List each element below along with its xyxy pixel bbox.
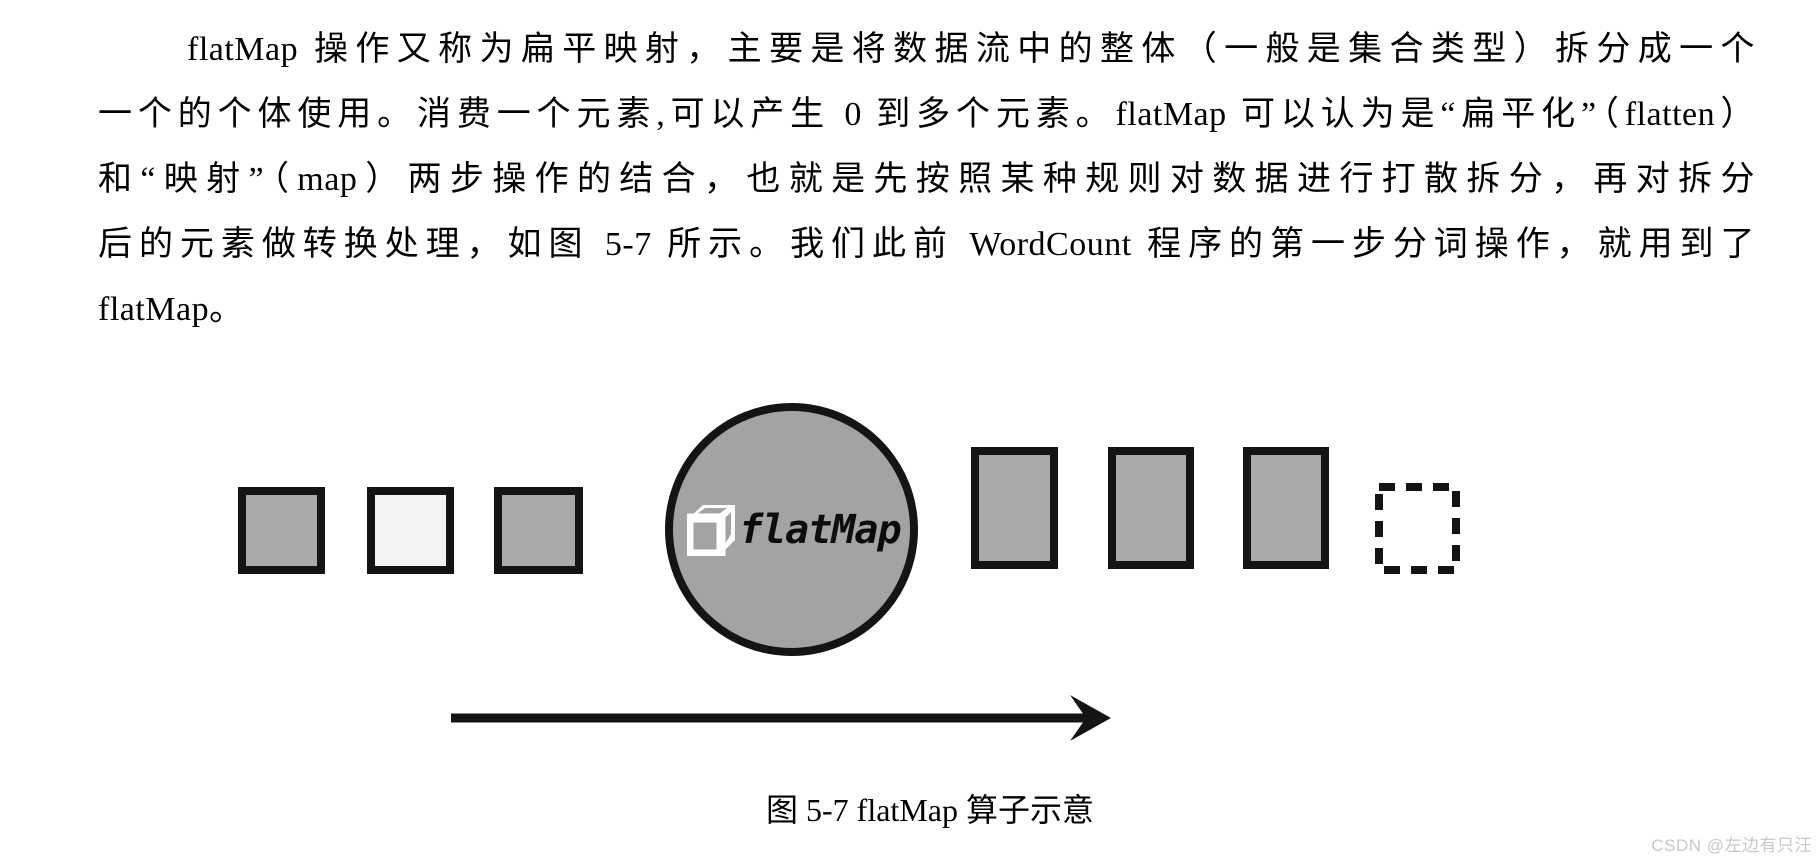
paragraph-line: 和“映射”（map）两步操作的结合，也就是先按照某种规则对数据进行打散拆分，再对… — [98, 161, 1755, 198]
figure-caption: 图 5-7 flatMap 算子示意 — [766, 792, 1094, 828]
operator-label: flatMap — [739, 506, 902, 553]
paragraph-line: 后的元素做转换处理，如图 5-7 所示。我们此前 WordCount 程序的第一… — [98, 226, 1755, 263]
output-square-2 — [1108, 447, 1194, 569]
input-square-2-highlight — [367, 487, 454, 574]
paragraph-line: 一个的个体使用。消费一个元素,可以产生 0 到多个元素。flatMap 可以认为… — [98, 96, 1755, 133]
flow-arrow-icon — [451, 695, 1111, 741]
input-square-1 — [238, 487, 325, 574]
placeholder-square-dashed — [1375, 483, 1460, 574]
watermark: CSDN @左边有只汪 — [1651, 836, 1812, 855]
output-square-3 — [1243, 447, 1329, 569]
paragraph: flatMap 操作又称为扁平映射，主要是将数据流中的整体（一般是集合类型）拆分… — [98, 17, 1755, 342]
input-square-3 — [494, 487, 583, 574]
paragraph-line: flatMap。 — [98, 291, 244, 328]
flatmap-operator-circle: flatMap — [665, 403, 918, 656]
paragraph-line: flatMap 操作又称为扁平映射，主要是将数据流中的整体（一般是集合类型）拆分… — [187, 31, 1755, 68]
cube-icon — [687, 505, 735, 556]
output-square-1 — [971, 447, 1058, 569]
